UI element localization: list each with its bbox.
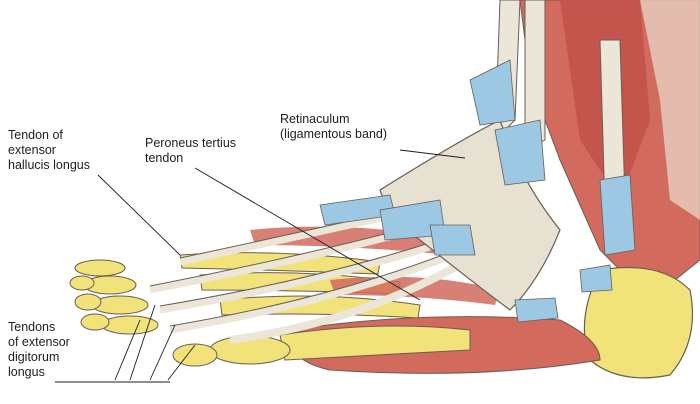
sheath-7 — [514, 297, 559, 323]
leader-peroneus — [194, 167, 421, 301]
toe-tip-2 — [74, 293, 102, 311]
leader-edl-1 — [114, 319, 141, 381]
leader-edl-2 — [129, 304, 156, 381]
sheath-6 — [599, 174, 636, 256]
label-retinaculum: Retinaculum (ligamentous band) — [280, 112, 387, 142]
label-peroneus-tertius-tendon: Peroneus tertius tendon — [145, 136, 236, 166]
label-retinaculum-line1: Retinaculum — [280, 112, 350, 126]
label-edl-line2: of extensor — [8, 335, 70, 349]
leader-edl-4 — [167, 344, 196, 381]
leader-lines — [55, 149, 466, 383]
tendon-sheaths — [319, 59, 636, 323]
metatarsal-1 — [279, 325, 471, 361]
sheath-8 — [579, 264, 613, 293]
label-ehl-line3: hallucis longus — [8, 158, 90, 172]
label-peroneus-line1: Peroneus tertius — [145, 136, 237, 150]
toe-tip-3 — [69, 275, 95, 291]
sheath-4 — [469, 59, 516, 126]
leader-edl-3 — [149, 324, 176, 381]
big-toe-distal — [172, 343, 218, 367]
label-tendons-extensor-digitorum-longus: Tendons of extensor digitorum longus — [8, 320, 70, 380]
label-ehl-line2: extensor — [8, 143, 56, 157]
label-ehl-line1: Tendon of — [8, 128, 63, 142]
toe-tip-1 — [80, 313, 110, 331]
leader-retinaculum — [399, 149, 466, 159]
label-peroneus-line2: tendon — [145, 151, 184, 165]
toe-5-bone — [74, 259, 126, 277]
label-edl-line4: longus — [8, 365, 45, 379]
label-edl-line1: Tendons — [8, 320, 56, 334]
sheath-5 — [494, 119, 546, 186]
leg-skin-back — [640, 0, 700, 220]
label-retinaculum-line2: (ligamentous band) — [280, 127, 388, 141]
toe-2-bone — [101, 315, 159, 335]
leg-tendon-2 — [524, 0, 546, 151]
label-edl-line3: digitorum — [8, 350, 60, 364]
toe-bones — [69, 259, 291, 367]
leader-ehl — [97, 174, 181, 256]
sheath-3 — [429, 224, 476, 256]
label-tendon-extensor-hallucis-longus: Tendon of extensor hallucis longus — [8, 128, 90, 173]
